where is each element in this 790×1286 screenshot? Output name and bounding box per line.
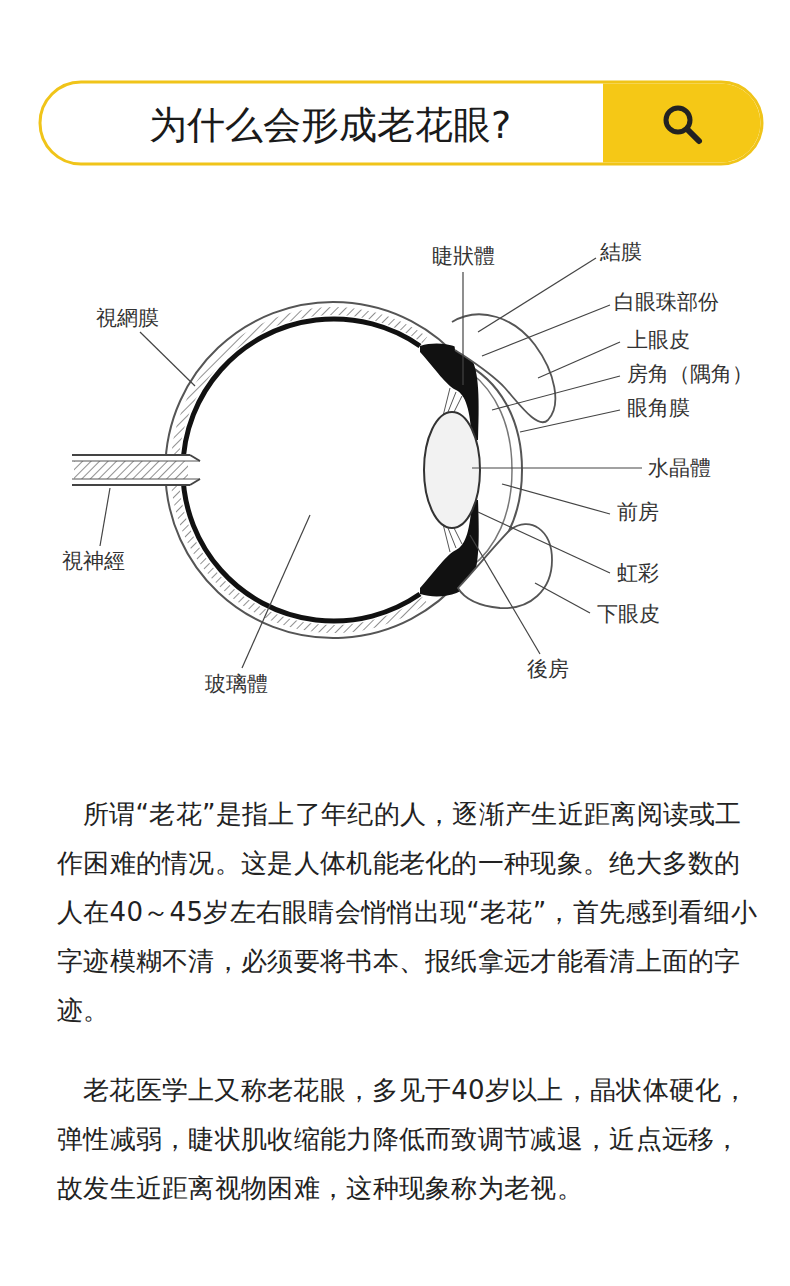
lens [424,412,480,528]
part-label: 上眼皮 [627,327,690,353]
part-label: 視神經 [62,548,125,574]
part-label: 視網膜 [96,305,159,331]
magnifier-handle [687,129,699,141]
search-box [40,82,762,164]
part-label: 白眼珠部份 [614,289,719,315]
part-label: 虹彩 [617,560,659,586]
part-label: 房角（隅角） [627,361,753,387]
retina-hatch [174,311,425,629]
optic-nerve [72,455,190,485]
body-paragraph: 老花医学上又称老花眼，多见于40岁以上，晶状体硬化，弹性减弱，睫状肌收缩能力降低… [57,1066,757,1213]
search-title: 为什么会形成老花眼? [60,100,600,150]
part-label: 結膜 [600,239,642,265]
part-label: 眼角膜 [627,395,690,421]
leader-lines [100,258,642,668]
choroid-line [183,319,420,621]
part-label: 睫狀體 [432,243,495,269]
part-label: 前房 [617,499,659,525]
part-label: 下眼皮 [597,601,660,627]
upper-eyelid [452,314,555,422]
body-paragraph: 所谓“老花”是指上了年纪的人，逐渐产生近距离阅读或工作困难的情况。这是人体机能老… [57,790,757,1035]
part-label: 水晶體 [648,455,711,481]
part-label: 玻璃體 [205,671,268,697]
part-label: 後房 [527,656,569,682]
search-button [603,84,761,163]
